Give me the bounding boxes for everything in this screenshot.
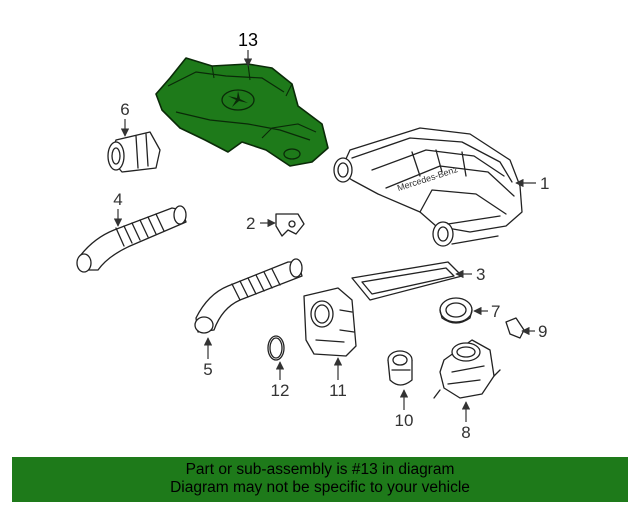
part-4-intake-hose[interactable] (76, 205, 187, 273)
svg-text:12: 12 (271, 381, 290, 400)
part-8-resonator[interactable] (433, 339, 501, 399)
svg-text:9: 9 (538, 322, 547, 341)
callout-1: 1 (515, 174, 549, 193)
info-banner: Part or sub-assembly is #13 in diagram D… (12, 457, 628, 502)
part-3-filter-element[interactable] (351, 261, 463, 301)
part-7-seal[interactable] (439, 297, 473, 324)
callout-4: 4 (113, 190, 123, 227)
callout-5: 5 (203, 337, 213, 379)
part-10-sleeve[interactable] (387, 350, 413, 386)
svg-text:2: 2 (246, 214, 255, 233)
banner-line-disclaimer: Diagram may not be specific to your vehi… (170, 479, 470, 496)
callout-10: 10 (395, 389, 414, 430)
svg-text:3: 3 (476, 265, 485, 284)
callout-11: 11 (329, 357, 347, 400)
svg-text:11: 11 (329, 381, 347, 400)
callout-13: 13 (238, 30, 258, 67)
svg-text:6: 6 (120, 100, 129, 119)
svg-text:13: 13 (238, 30, 258, 50)
callout-8: 8 (461, 401, 471, 442)
part-1-air-filter-housing[interactable]: Mercedes-Benz (333, 127, 523, 247)
part-13-engine-cover[interactable] (155, 57, 329, 167)
part-2-clip[interactable] (275, 213, 305, 237)
callout-9: 9 (521, 322, 547, 341)
part-5-intake-duct[interactable] (194, 258, 303, 334)
svg-text:10: 10 (395, 411, 414, 430)
svg-text:1: 1 (540, 174, 549, 193)
part-9-clip[interactable] (505, 317, 525, 339)
svg-text:8: 8 (461, 423, 470, 442)
banner-line-part: Part or sub-assembly is #13 in diagram (185, 461, 455, 478)
callout-2: 2 (246, 214, 276, 233)
callout-3: 3 (455, 265, 485, 284)
svg-text:7: 7 (491, 302, 500, 321)
callout-7: 7 (473, 302, 500, 321)
part-11-throttle-body[interactable] (303, 287, 357, 357)
part-6-maf-sensor[interactable] (107, 131, 161, 173)
part-12-o-ring[interactable] (267, 335, 285, 361)
callout-12: 12 (271, 361, 290, 400)
callout-6: 6 (120, 100, 130, 137)
parts-diagram: Mercedes-Benz (76, 30, 549, 442)
svg-text:5: 5 (203, 360, 212, 379)
svg-text:4: 4 (113, 190, 122, 209)
